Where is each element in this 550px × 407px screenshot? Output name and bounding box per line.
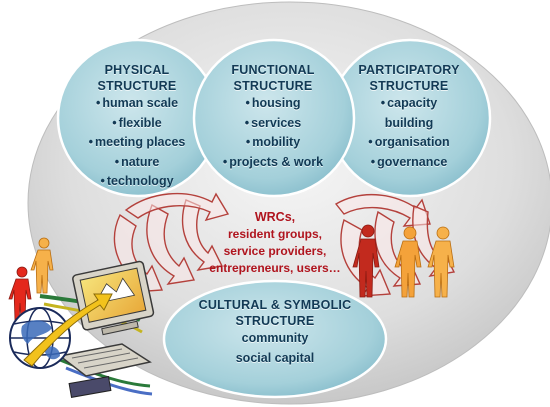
functional-title-line: FUNCTIONAL — [231, 63, 315, 77]
functional-structure: FUNCTIONAL STRUCTURE housing services mo… — [208, 62, 338, 172]
cultural-item: social capital — [235, 350, 315, 365]
actors-line: entrepreneurs, users… — [209, 261, 341, 275]
cultural-structure: CULTURAL & SYMBOLIC STRUCTURE community … — [174, 297, 376, 368]
cultural-title-line: CULTURAL & SYMBOLIC — [198, 298, 352, 312]
physical-item: nature — [72, 153, 202, 173]
actors-line: resident groups, — [227, 227, 322, 241]
actors-line: WRCs, — [254, 210, 296, 224]
participatory-item: organisation — [344, 133, 474, 153]
participatory-item: building — [384, 115, 434, 130]
functional-item: mobility — [208, 133, 338, 153]
people-figures-icon — [352, 224, 455, 298]
actors-line: service providers, — [223, 244, 327, 258]
functional-item: projects & work — [208, 153, 338, 173]
physical-item: flexible — [72, 114, 202, 134]
cultural-item: community — [241, 331, 309, 345]
participatory-title-line: STRUCTURE — [369, 79, 449, 93]
physical-title-line: PHYSICAL — [104, 63, 170, 77]
physical-item: technology — [72, 172, 202, 192]
actors-label: WRCs, resident groups, service providers… — [183, 209, 367, 277]
participatory-item: capacity — [344, 94, 474, 114]
participatory-item: governance — [344, 153, 474, 173]
functional-item: services — [208, 114, 338, 134]
circular-arrows-icon — [113, 192, 230, 293]
functional-title-line: STRUCTURE — [233, 79, 313, 93]
physical-title-line: STRUCTURE — [97, 79, 177, 93]
computer-network-icon — [9, 260, 155, 398]
participatory-title-line: PARTICIPATORY — [358, 63, 460, 77]
cultural-title-line: STRUCTURE — [235, 314, 315, 328]
functional-item: housing — [208, 94, 338, 114]
physical-item: human scale — [72, 94, 202, 114]
physical-item: meeting places — [72, 133, 202, 153]
cultural-ellipse — [162, 279, 388, 399]
physical-structure: PHYSICAL STRUCTURE human scale flexible … — [72, 62, 202, 192]
people-figures-icon — [8, 237, 54, 321]
participatory-structure: PARTICIPATORY STRUCTURE capacity buildin… — [344, 62, 474, 172]
